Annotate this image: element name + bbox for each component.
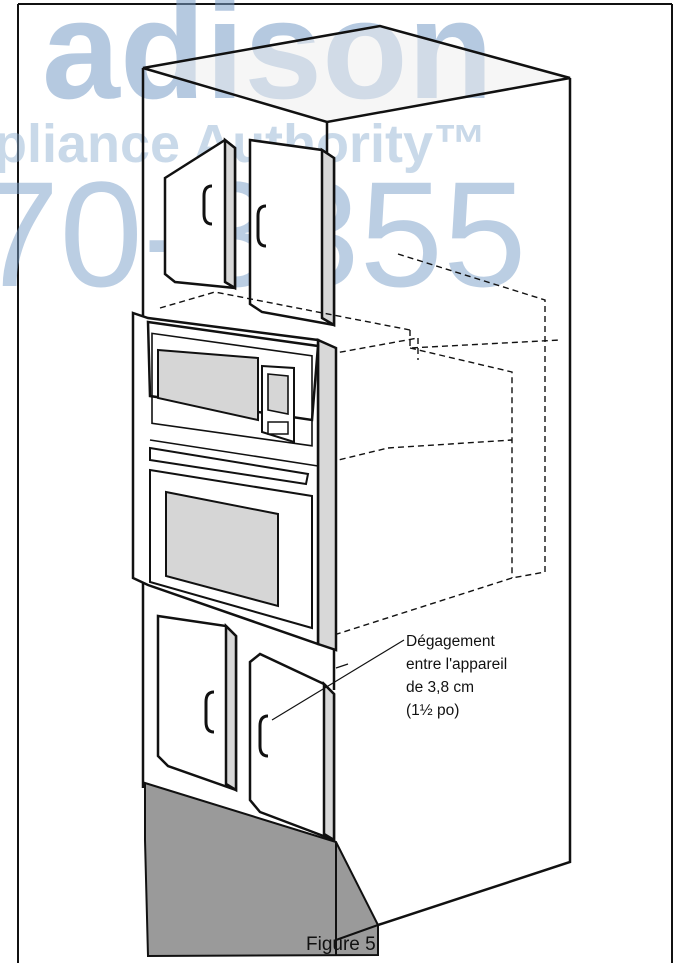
callout-line-2: entre l'appareil [406,656,507,673]
handle-lower-right [258,714,269,758]
oven-handle [149,446,310,486]
cutout-hidden-lines [159,253,561,636]
microwave-window [157,348,259,422]
clearance-callout: Dégagement entre l'appareil de 3,8 cm (1… [271,633,507,721]
handle-upper-right [256,204,267,248]
handle-lower-left [204,690,215,734]
callout-line-3: de 3,8 cm [406,679,474,696]
callout-leader [271,639,405,721]
watermark-line2: pliance Authority™ [0,114,487,174]
oven-window [165,490,279,608]
lower-doors [156,614,336,843]
microwave-frame [151,332,313,447]
oven-unit [131,311,338,652]
handle-upper-left [202,184,213,226]
upper-doors [163,137,336,328]
callout-line-1: Dégagement [406,633,495,650]
lower-door-right [248,652,336,842]
control-display [267,373,289,415]
cabinet [141,24,572,958]
control-button [267,421,289,435]
lower-door-left [156,614,238,792]
figure-caption: Figure 5 [306,934,376,955]
oven-side-trim [316,338,338,652]
callout-line-4: (1½ po) [406,702,459,719]
page-frame [17,3,673,963]
